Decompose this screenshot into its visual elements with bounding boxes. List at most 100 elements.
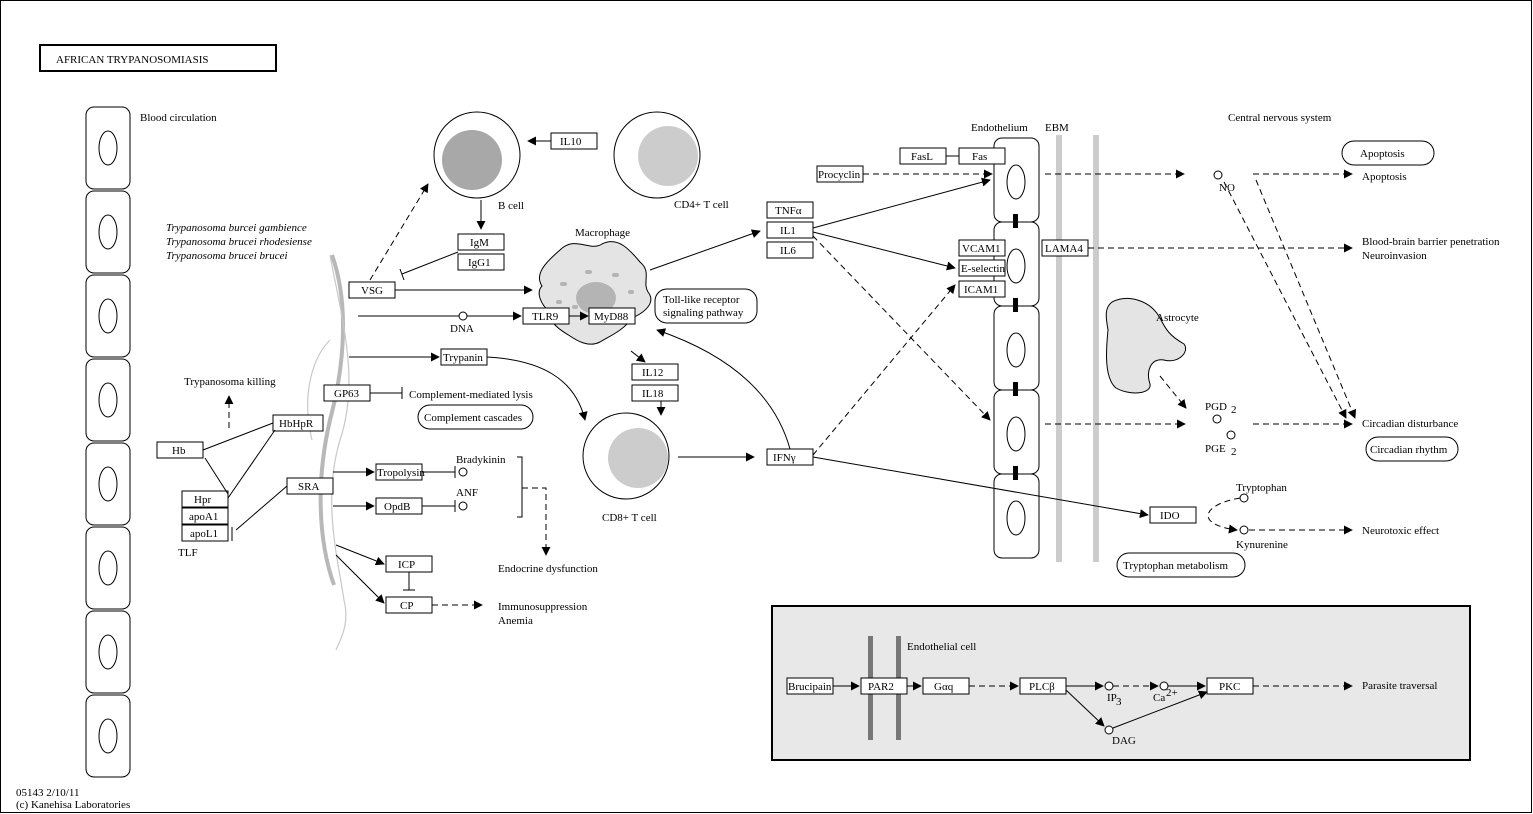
- pathway-apoptosis[interactable]: [1341, 140, 1435, 166]
- ebm-layer-2: [1093, 135, 1099, 562]
- gene-apoa1[interactable]: [181, 507, 229, 525]
- svg-text:GP63: GP63: [334, 388, 360, 400]
- pathway-tlr-signaling[interactable]: [654, 288, 758, 324]
- svg-text:Bradykinin: Bradykinin: [456, 454, 506, 466]
- svg-text:VCAM1: VCAM1: [962, 243, 1001, 255]
- gene-myd88[interactable]: [588, 307, 636, 325]
- svg-text:Fas: Fas: [972, 151, 987, 163]
- svg-text:IFNγ: IFNγ: [773, 452, 796, 464]
- pathway-tryptophan-metabolism[interactable]: [1116, 552, 1246, 578]
- label-tlf: TLF: [178, 547, 198, 559]
- gene-il18[interactable]: [631, 384, 679, 402]
- svg-text:IgM: IgM: [470, 237, 489, 249]
- label-neurotoxic: Neurotoxic effect: [1362, 525, 1439, 537]
- svg-text:IgG1: IgG1: [468, 257, 491, 269]
- svg-text:ICAM1: ICAM1: [964, 284, 998, 296]
- label-macrophage: Macrophage: [575, 227, 630, 239]
- label-endocrine: Endocrine dysfunction: [498, 563, 598, 575]
- svg-text:apoL1: apoL1: [190, 528, 218, 540]
- cd4-t-cell-nucleus: [638, 126, 698, 186]
- cd8-t-cell-nucleus: [608, 428, 668, 488]
- svg-text:Procyclin: Procyclin: [818, 169, 861, 181]
- compound-anf[interactable]: [458, 501, 468, 511]
- label-neuroinvasion: Neuroinvasion: [1362, 250, 1427, 262]
- svg-text:Tryptophan: Tryptophan: [1236, 482, 1287, 494]
- svg-text:FasL: FasL: [911, 151, 933, 163]
- ebm-layer-1: [1056, 135, 1062, 562]
- svg-text:signaling pathway: signaling pathway: [663, 307, 744, 319]
- compound-pge2[interactable]: [1226, 430, 1236, 440]
- gene-eselectin[interactable]: [958, 259, 1006, 277]
- svg-text:Circadian rhythm: Circadian rhythm: [1370, 444, 1448, 456]
- svg-text:ANF: ANF: [456, 487, 478, 499]
- svg-text:CP: CP: [400, 600, 413, 612]
- compound-kynurenine[interactable]: [1239, 525, 1249, 535]
- svg-text:Toll-like receptor: Toll-like receptor: [663, 294, 740, 306]
- label-bbb: Blood-brain barrier penetration: [1362, 236, 1500, 248]
- compound-tryptophan[interactable]: [1239, 493, 1249, 503]
- gene-igm[interactable]: [457, 233, 505, 251]
- svg-text:Ca: Ca: [1153, 692, 1165, 704]
- label-blood-circulation: Blood circulation: [140, 112, 217, 124]
- gene-icam1[interactable]: [958, 280, 1006, 298]
- label-anemia: Anemia: [498, 615, 533, 627]
- title-box: [39, 44, 277, 72]
- footer-copyright: (c) Kanehisa Laboratories: [16, 799, 130, 811]
- svg-text:TLR9: TLR9: [532, 311, 559, 323]
- svg-text:2+: 2+: [1166, 687, 1178, 699]
- label-endothelial-cell: Endothelial cell: [907, 641, 976, 653]
- svg-text:IL12: IL12: [642, 367, 663, 379]
- svg-text:Gαq: Gαq: [934, 681, 954, 693]
- gene-il1[interactable]: [766, 221, 814, 239]
- svg-text:apoA1: apoA1: [189, 511, 218, 523]
- compound-dag[interactable]: [1104, 725, 1114, 735]
- label-endothelium: Endothelium: [971, 122, 1028, 134]
- gene-ido[interactable]: [1149, 506, 1197, 524]
- macrophage-nucleus: [576, 282, 616, 314]
- svg-text:NO: NO: [1219, 182, 1235, 194]
- label-astrocyte: Astrocyte: [1156, 312, 1199, 324]
- svg-text:SRA: SRA: [298, 481, 319, 493]
- svg-text:PKC: PKC: [1219, 681, 1240, 693]
- label-parasite-traversal: Parasite traversal: [1362, 680, 1437, 692]
- gene-tnfa[interactable]: [766, 201, 814, 219]
- inset-edges: [833, 681, 1353, 729]
- pathway-circadian-rhythm[interactable]: [1365, 436, 1459, 462]
- gene-igg1[interactable]: [457, 253, 505, 271]
- label-trypanosoma-killing: Trypanosoma killing: [184, 376, 276, 388]
- svg-text:Tropolysin: Tropolysin: [377, 467, 425, 479]
- label-cd4: CD4+ T cell: [674, 199, 729, 211]
- gene-vcam1[interactable]: [958, 239, 1006, 257]
- pathway-complement[interactable]: [417, 404, 534, 430]
- svg-text:VSG: VSG: [361, 285, 383, 297]
- svg-text:3: 3: [1116, 696, 1122, 708]
- gene-apol1[interactable]: [181, 524, 229, 542]
- compound-pgd2[interactable]: [1212, 414, 1222, 424]
- svg-text:HbHpR: HbHpR: [279, 418, 314, 430]
- gene-il12[interactable]: [631, 363, 679, 381]
- svg-text:Brucipain: Brucipain: [788, 681, 832, 693]
- compound-no[interactable]: [1213, 170, 1223, 180]
- compound-dna[interactable]: [458, 311, 468, 321]
- astrocyte: [1105, 298, 1186, 394]
- svg-text:TNFα: TNFα: [775, 205, 802, 217]
- label-circadian: Circadian disturbance: [1362, 418, 1458, 430]
- svg-text:IL1: IL1: [780, 225, 796, 237]
- svg-text:IL18: IL18: [642, 388, 664, 400]
- svg-text:MyD88: MyD88: [594, 311, 629, 323]
- svg-text:LAMA4: LAMA4: [1045, 243, 1083, 255]
- compound-bradykinin[interactable]: [458, 467, 468, 477]
- label-ebm: EBM: [1045, 122, 1069, 134]
- compound-ip3[interactable]: [1104, 681, 1114, 691]
- svg-text:Apoptosis: Apoptosis: [1360, 148, 1405, 160]
- svg-text:IDO: IDO: [1160, 510, 1180, 522]
- gene-il6[interactable]: [766, 241, 814, 259]
- label-complement-lysis: Complement-mediated lysis: [409, 389, 533, 401]
- svg-text:Hb: Hb: [172, 445, 186, 457]
- svg-text:PGD: PGD: [1205, 401, 1227, 413]
- svg-text:ICP: ICP: [398, 559, 415, 571]
- gene-hpr[interactable]: [181, 490, 229, 508]
- footer-id-date: 05143 2/10/11: [16, 787, 79, 799]
